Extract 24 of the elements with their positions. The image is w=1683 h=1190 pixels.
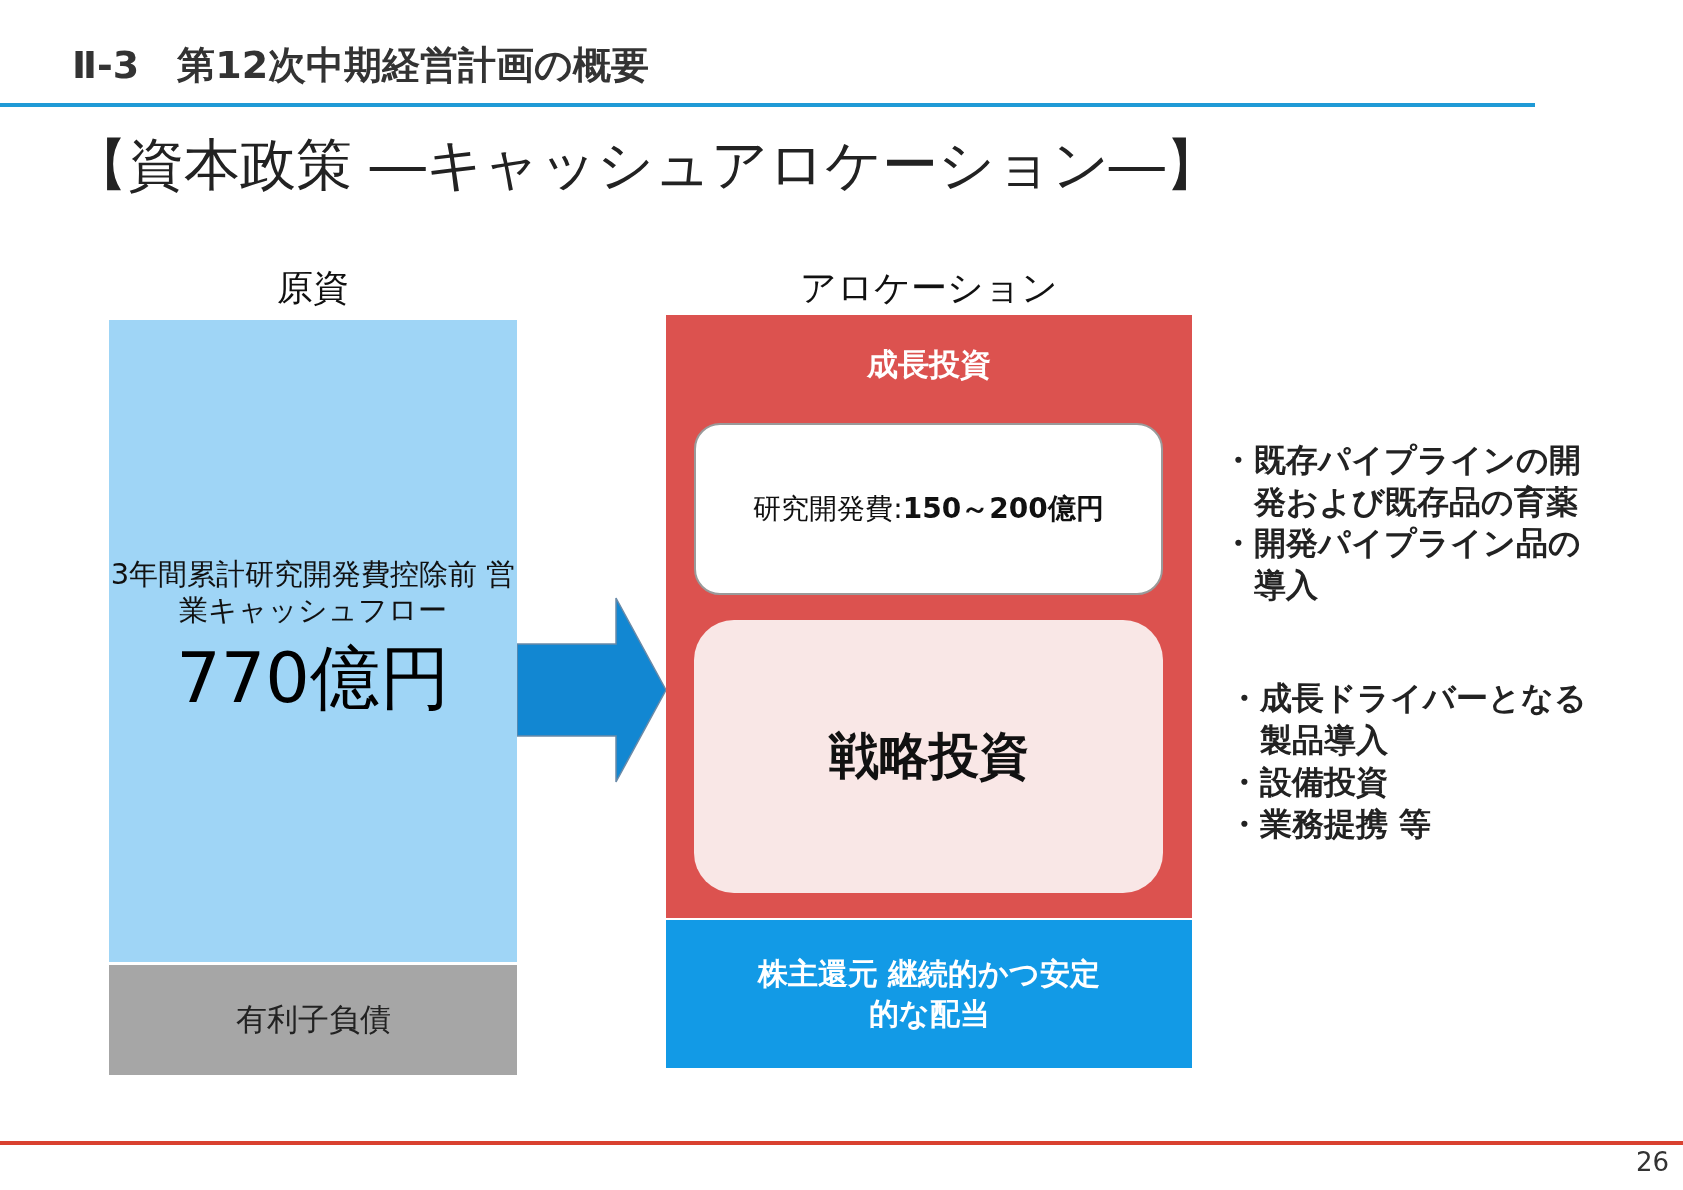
box-label: 株主還元 継続的かつ安定的な配当 (756, 954, 1102, 1033)
box-label: 戦略投資 (828, 726, 1029, 787)
panel-heading: 成長投資 (866, 345, 992, 384)
page-number: 26 (1636, 1147, 1670, 1177)
column-heading: アロケーション (799, 265, 1059, 310)
column-heading: 原資 (276, 265, 350, 310)
funding-box (109, 320, 517, 962)
slide-subtitle: 【資本政策 ―キャッシュアロケーション―】 (72, 131, 1221, 199)
amount-text: 770億円 (176, 636, 450, 722)
bullet-text: ・成長ドライバーとなる製品導入 (1228, 678, 1588, 761)
slide-title: Ⅱ-3 第12次中期経営計画の概要 (72, 42, 650, 89)
growth-investment-panel (666, 315, 1192, 918)
bullet-text: ・業務提携 等 (1228, 804, 1433, 845)
box-label: 研究開発費:150～200億円 (753, 491, 1104, 527)
shareholder-return-box (666, 920, 1192, 1068)
rd-cost-box (694, 423, 1163, 595)
block-arrow (516, 597, 667, 783)
debt-box (109, 965, 517, 1075)
box-label: 有利子負債 (235, 1000, 391, 1039)
bullet-text: ・開発パイプライン品の導入 (1222, 523, 1582, 606)
bullet-text: ・設備投資 (1228, 762, 1389, 803)
bullet-text: ・既存パイプラインの開発および既存品の育薬 (1222, 440, 1582, 523)
description-text: 3年間累計研究開発費控除前 営業キャッシュフロー (109, 555, 517, 629)
strategic-investment-box (694, 620, 1163, 893)
